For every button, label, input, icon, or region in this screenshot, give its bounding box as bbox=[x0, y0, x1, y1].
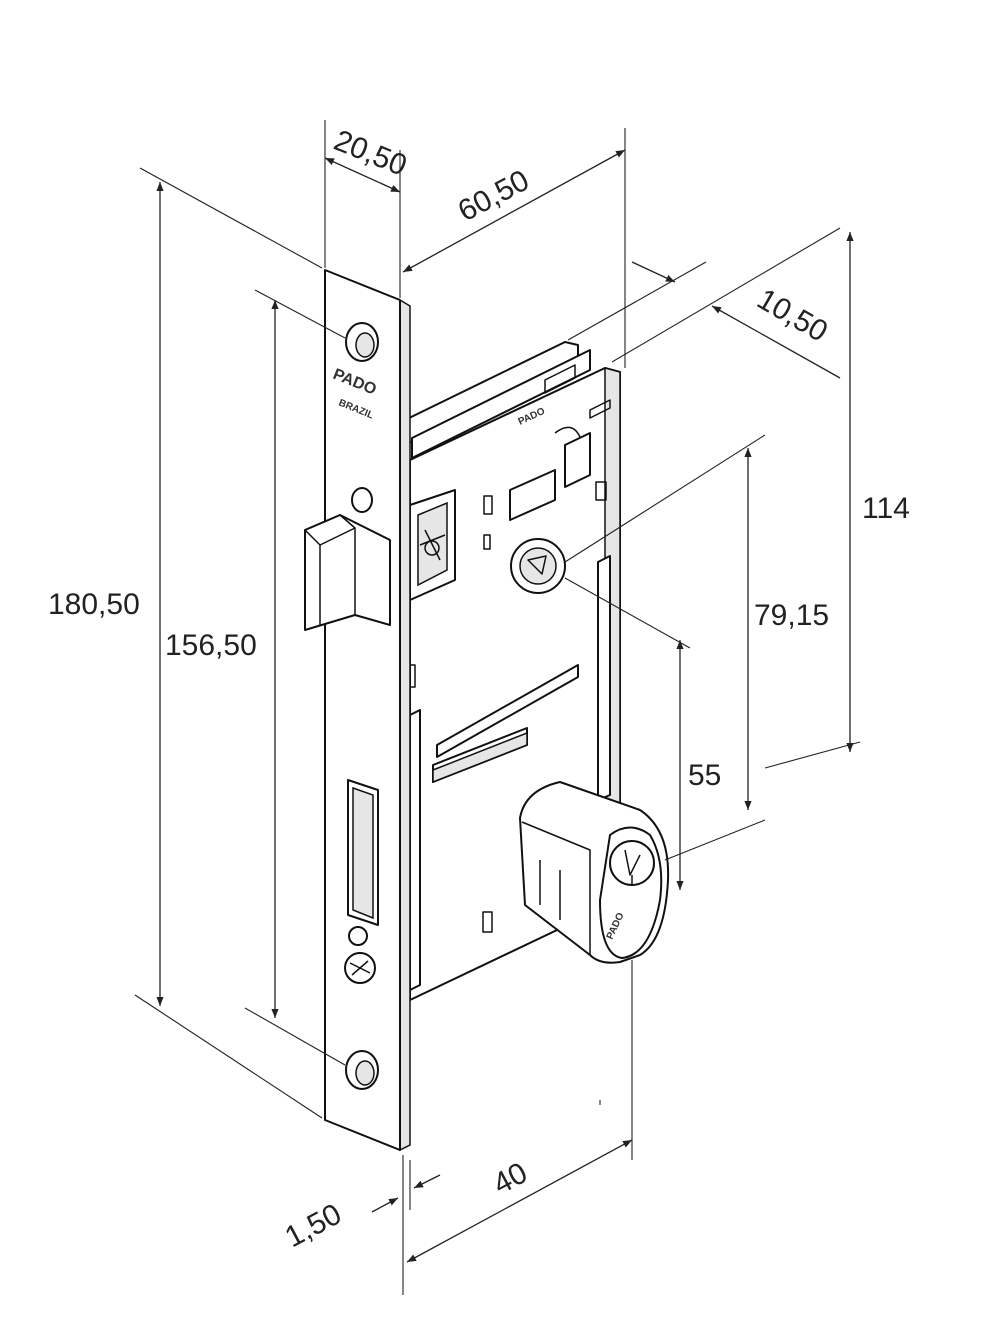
case-details: PADO bbox=[404, 406, 611, 991]
label-plate-thickness: 1,50 bbox=[280, 1198, 347, 1255]
label-case-depth: 60,50 bbox=[453, 164, 535, 228]
label-offset: 10,50 bbox=[752, 282, 834, 348]
dimension-cylinder-center bbox=[564, 577, 691, 1105]
dimension-backset bbox=[402, 960, 633, 1295]
label-backset: 40 bbox=[488, 1156, 533, 1201]
label-faceplate-width: 20,50 bbox=[329, 124, 411, 183]
label-case-height: 114 bbox=[862, 492, 910, 525]
dimension-screw-spacing bbox=[244, 289, 346, 1066]
dimension-case-height bbox=[764, 232, 861, 769]
dimension-faceplate-width bbox=[324, 120, 401, 298]
dimension-offset bbox=[567, 227, 841, 379]
label-faceplate-height: 180,50 bbox=[48, 588, 140, 621]
dimension-plate-thickness bbox=[371, 1160, 441, 1213]
dimension-case-depth bbox=[402, 128, 626, 368]
label-screw-spacing: 156,50 bbox=[165, 629, 257, 662]
label-latch-to-cylinder: 79,15 bbox=[754, 599, 829, 632]
euro-cylinder: PADO bbox=[519, 781, 670, 964]
dimension-faceplate-height bbox=[134, 167, 323, 1119]
faceplate: PADO BRAZIL bbox=[304, 269, 411, 1152]
label-cylinder-center: 55 bbox=[688, 759, 721, 792]
